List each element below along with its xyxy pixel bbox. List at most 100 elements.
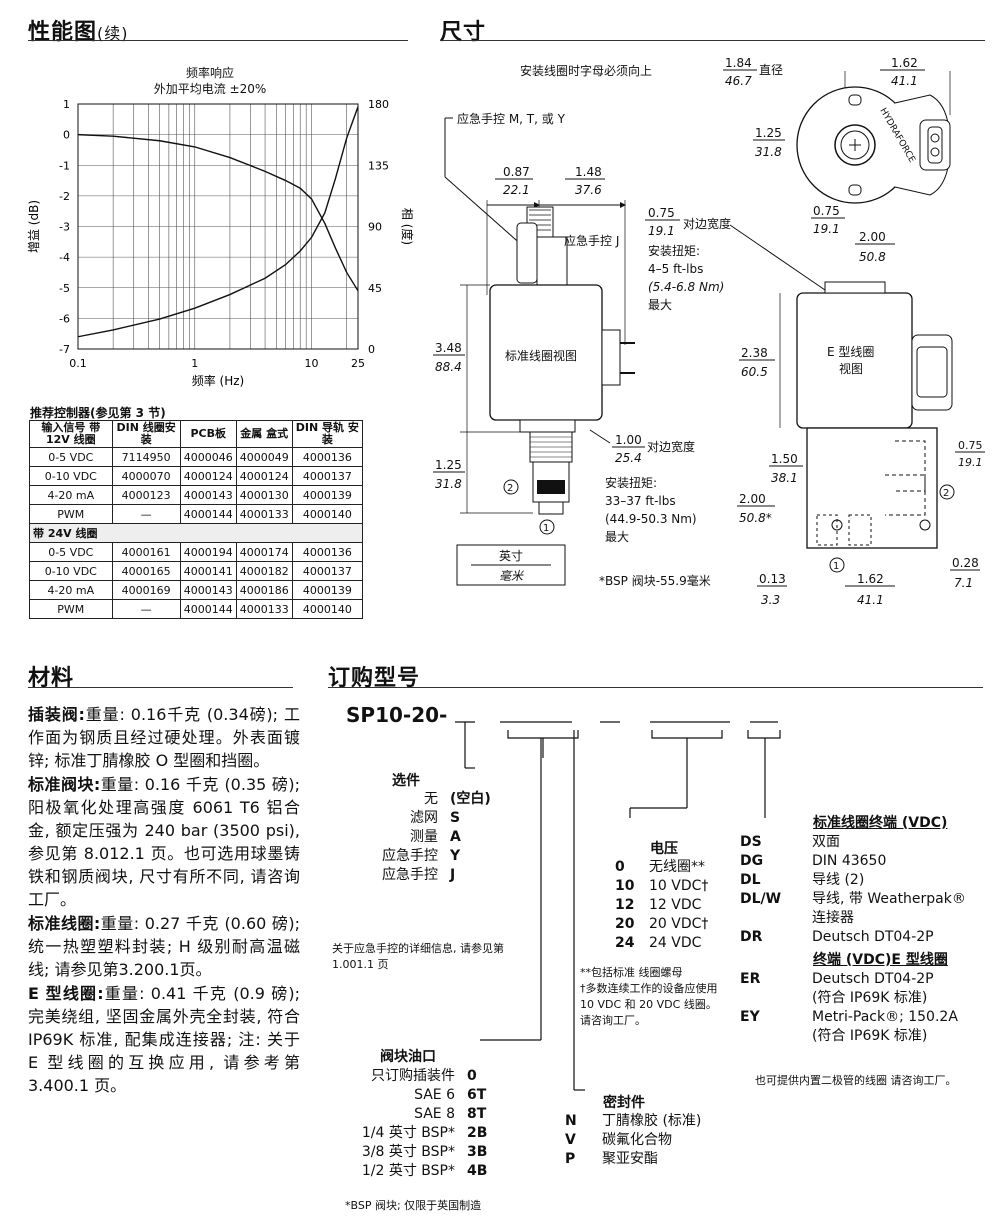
port-item-b: 0 bbox=[467, 1068, 477, 1084]
table-cell: 4-20 mA bbox=[29, 485, 113, 505]
seal-item-a: V bbox=[565, 1132, 576, 1148]
table-cell: PWM bbox=[29, 504, 113, 524]
port-item-a: 1/4 英寸 BSP* bbox=[361, 1125, 455, 1141]
table-header: DIN 导轨 安装 bbox=[291, 420, 364, 448]
option-item-b: S bbox=[450, 810, 461, 826]
controllers-title: 推荐控制器(参见第 3 节) bbox=[30, 406, 166, 420]
y-tick-label: -4 bbox=[59, 251, 70, 264]
dim-162b-mm: 41.1 bbox=[857, 593, 884, 607]
phase-line bbox=[77, 106, 359, 338]
eterm-item-a: ER bbox=[740, 971, 761, 987]
voltage-item-a: 0 bbox=[615, 859, 625, 875]
material-item: E 型线圈:重量: 0.41 千克 (0.9 磅); 完美绕组, 坚固金属外壳全… bbox=[28, 982, 300, 1097]
dim-238-in: 2.38 bbox=[741, 346, 768, 360]
terminal-item-a: DS bbox=[740, 834, 762, 850]
terminal-title: 标准线圈终端 (VDC) bbox=[813, 815, 948, 831]
across-flats-1: 对边宽度 bbox=[683, 216, 731, 231]
dim-162-in: 1.62 bbox=[891, 56, 918, 70]
voltage-notes: **包括标准 线圈螺母 †多数连续工作的设备应使用 10 VDC 和 20 VD… bbox=[580, 966, 718, 1027]
port-item-b: 2B bbox=[467, 1125, 488, 1141]
eterm-item-b: Metri-Pack®; 150.2A bbox=[812, 1009, 958, 1025]
material-item: 插装阀:重量: 0.16千克 (0.34磅); 工作面为钢质且经过硬处理。外表面… bbox=[28, 703, 300, 772]
table-cell: 4000139 bbox=[291, 485, 364, 505]
port-1-left: 1 bbox=[543, 523, 549, 534]
table-cell: 4000182 bbox=[235, 561, 293, 581]
terminal-item-a: DL/W bbox=[740, 891, 782, 907]
bsp-note: *BSP 阀块-55.9毫米 bbox=[599, 573, 711, 588]
y2-axis-label: 相 (度) bbox=[400, 208, 415, 245]
table-cell: 4000133 bbox=[235, 599, 293, 619]
materials-list: 插装阀:重量: 0.16千克 (0.34磅); 工作面为钢质且经过硬处理。外表面… bbox=[28, 703, 300, 1098]
voltage-item: 24 24 VDC bbox=[615, 934, 755, 953]
table-cell: 4000130 bbox=[235, 485, 293, 505]
y2-tick-label: 90 bbox=[368, 221, 382, 234]
table-cell: 0-5 VDC bbox=[29, 542, 113, 562]
torque2-label: 安装扭矩: bbox=[605, 475, 657, 490]
dim-348-in: 3.48 bbox=[435, 341, 462, 355]
dim-100-in: 1.00 bbox=[615, 433, 642, 447]
table-cell: 4000136 bbox=[291, 542, 364, 562]
diode-note: 也可提供内置二极管的线圈 请咨询工厂。 bbox=[755, 1074, 957, 1087]
table-cell: 4000070 bbox=[111, 466, 181, 486]
std-coil-view-label: 标准线圈视图 bbox=[505, 348, 577, 363]
table-cell: 4000139 bbox=[291, 580, 364, 600]
option-item-a: 应急手控 bbox=[382, 848, 438, 864]
material-text: 重量: 0.27 千克 (0.60 磅); 统一热塑塑料封装; H 级别耐高温磁… bbox=[28, 914, 300, 979]
chart-title-2: 外加平均电流 ±20% bbox=[153, 82, 267, 96]
plot-frame bbox=[77, 103, 359, 350]
across-flats-2: 对边宽度 bbox=[647, 439, 695, 454]
port-item-a: 3/8 英寸 BSP* bbox=[361, 1144, 455, 1160]
voltage-item-a: 24 bbox=[615, 935, 635, 951]
perf-rule bbox=[28, 40, 408, 41]
dim-013-mm: 3.3 bbox=[761, 593, 780, 607]
perf-title: 性能图(续) bbox=[28, 20, 129, 45]
terminal-item-a: DG bbox=[740, 853, 764, 869]
ordering-leaders bbox=[455, 721, 781, 1091]
y2-tick-label: 180 bbox=[368, 98, 389, 111]
dims-rule bbox=[440, 40, 985, 41]
voltage-item-b: 24 VDC bbox=[649, 935, 702, 951]
dim-200b-mm: 50.8* bbox=[739, 511, 772, 525]
dim-028-mm: 7.1 bbox=[954, 576, 973, 590]
dim-348-mm: 88.4 bbox=[435, 360, 462, 374]
y-tick-label: 0 bbox=[63, 129, 70, 142]
x-axis-label: 频率 (Hz) bbox=[192, 373, 245, 388]
port-2-right: 2 bbox=[943, 488, 949, 499]
seal-title: 密封件 bbox=[603, 1095, 645, 1111]
material-text: 重量: 0.16千克 (0.34磅); 工作面为钢质且经过硬处理。外表面镀锌; … bbox=[28, 705, 300, 770]
table-cell: 4000141 bbox=[179, 561, 237, 581]
table-cell: 4000136 bbox=[291, 447, 364, 467]
voltage-item-b: 12 VDC bbox=[649, 897, 702, 913]
x-tick-label: 10 bbox=[305, 357, 319, 370]
materials-rule bbox=[28, 687, 293, 688]
dim-200-in: 2.00 bbox=[859, 230, 886, 244]
port-item: 1/2 英寸 BSP*4B bbox=[330, 1162, 500, 1181]
materials-title: 材料 bbox=[28, 666, 75, 691]
eterm-item: (符合 IP69K 标准) bbox=[740, 989, 990, 1008]
e-coil-label-1: E 型线圈 bbox=[827, 345, 874, 359]
material-text: 重量: 0.16 千克 (0.35 磅); 阳极氧化处理高强度 6061 T6 … bbox=[28, 775, 300, 909]
terminal-item-a: DR bbox=[740, 929, 763, 945]
table-cell: 7114950 bbox=[111, 447, 181, 467]
table-cell: 4000161 bbox=[111, 542, 181, 562]
table-cell: 4000174 bbox=[235, 542, 293, 562]
e-coil-side bbox=[796, 292, 913, 429]
eterm-item: (符合 IP69K 标准) bbox=[740, 1027, 990, 1046]
torque2-v2: (44.9-50.3 Nm) bbox=[605, 512, 697, 526]
terminal-item-a bbox=[740, 909, 800, 928]
terminal-item-b: 导线 (2) bbox=[812, 872, 865, 888]
seal-item-b: 碳氟化合物 bbox=[602, 1132, 672, 1148]
